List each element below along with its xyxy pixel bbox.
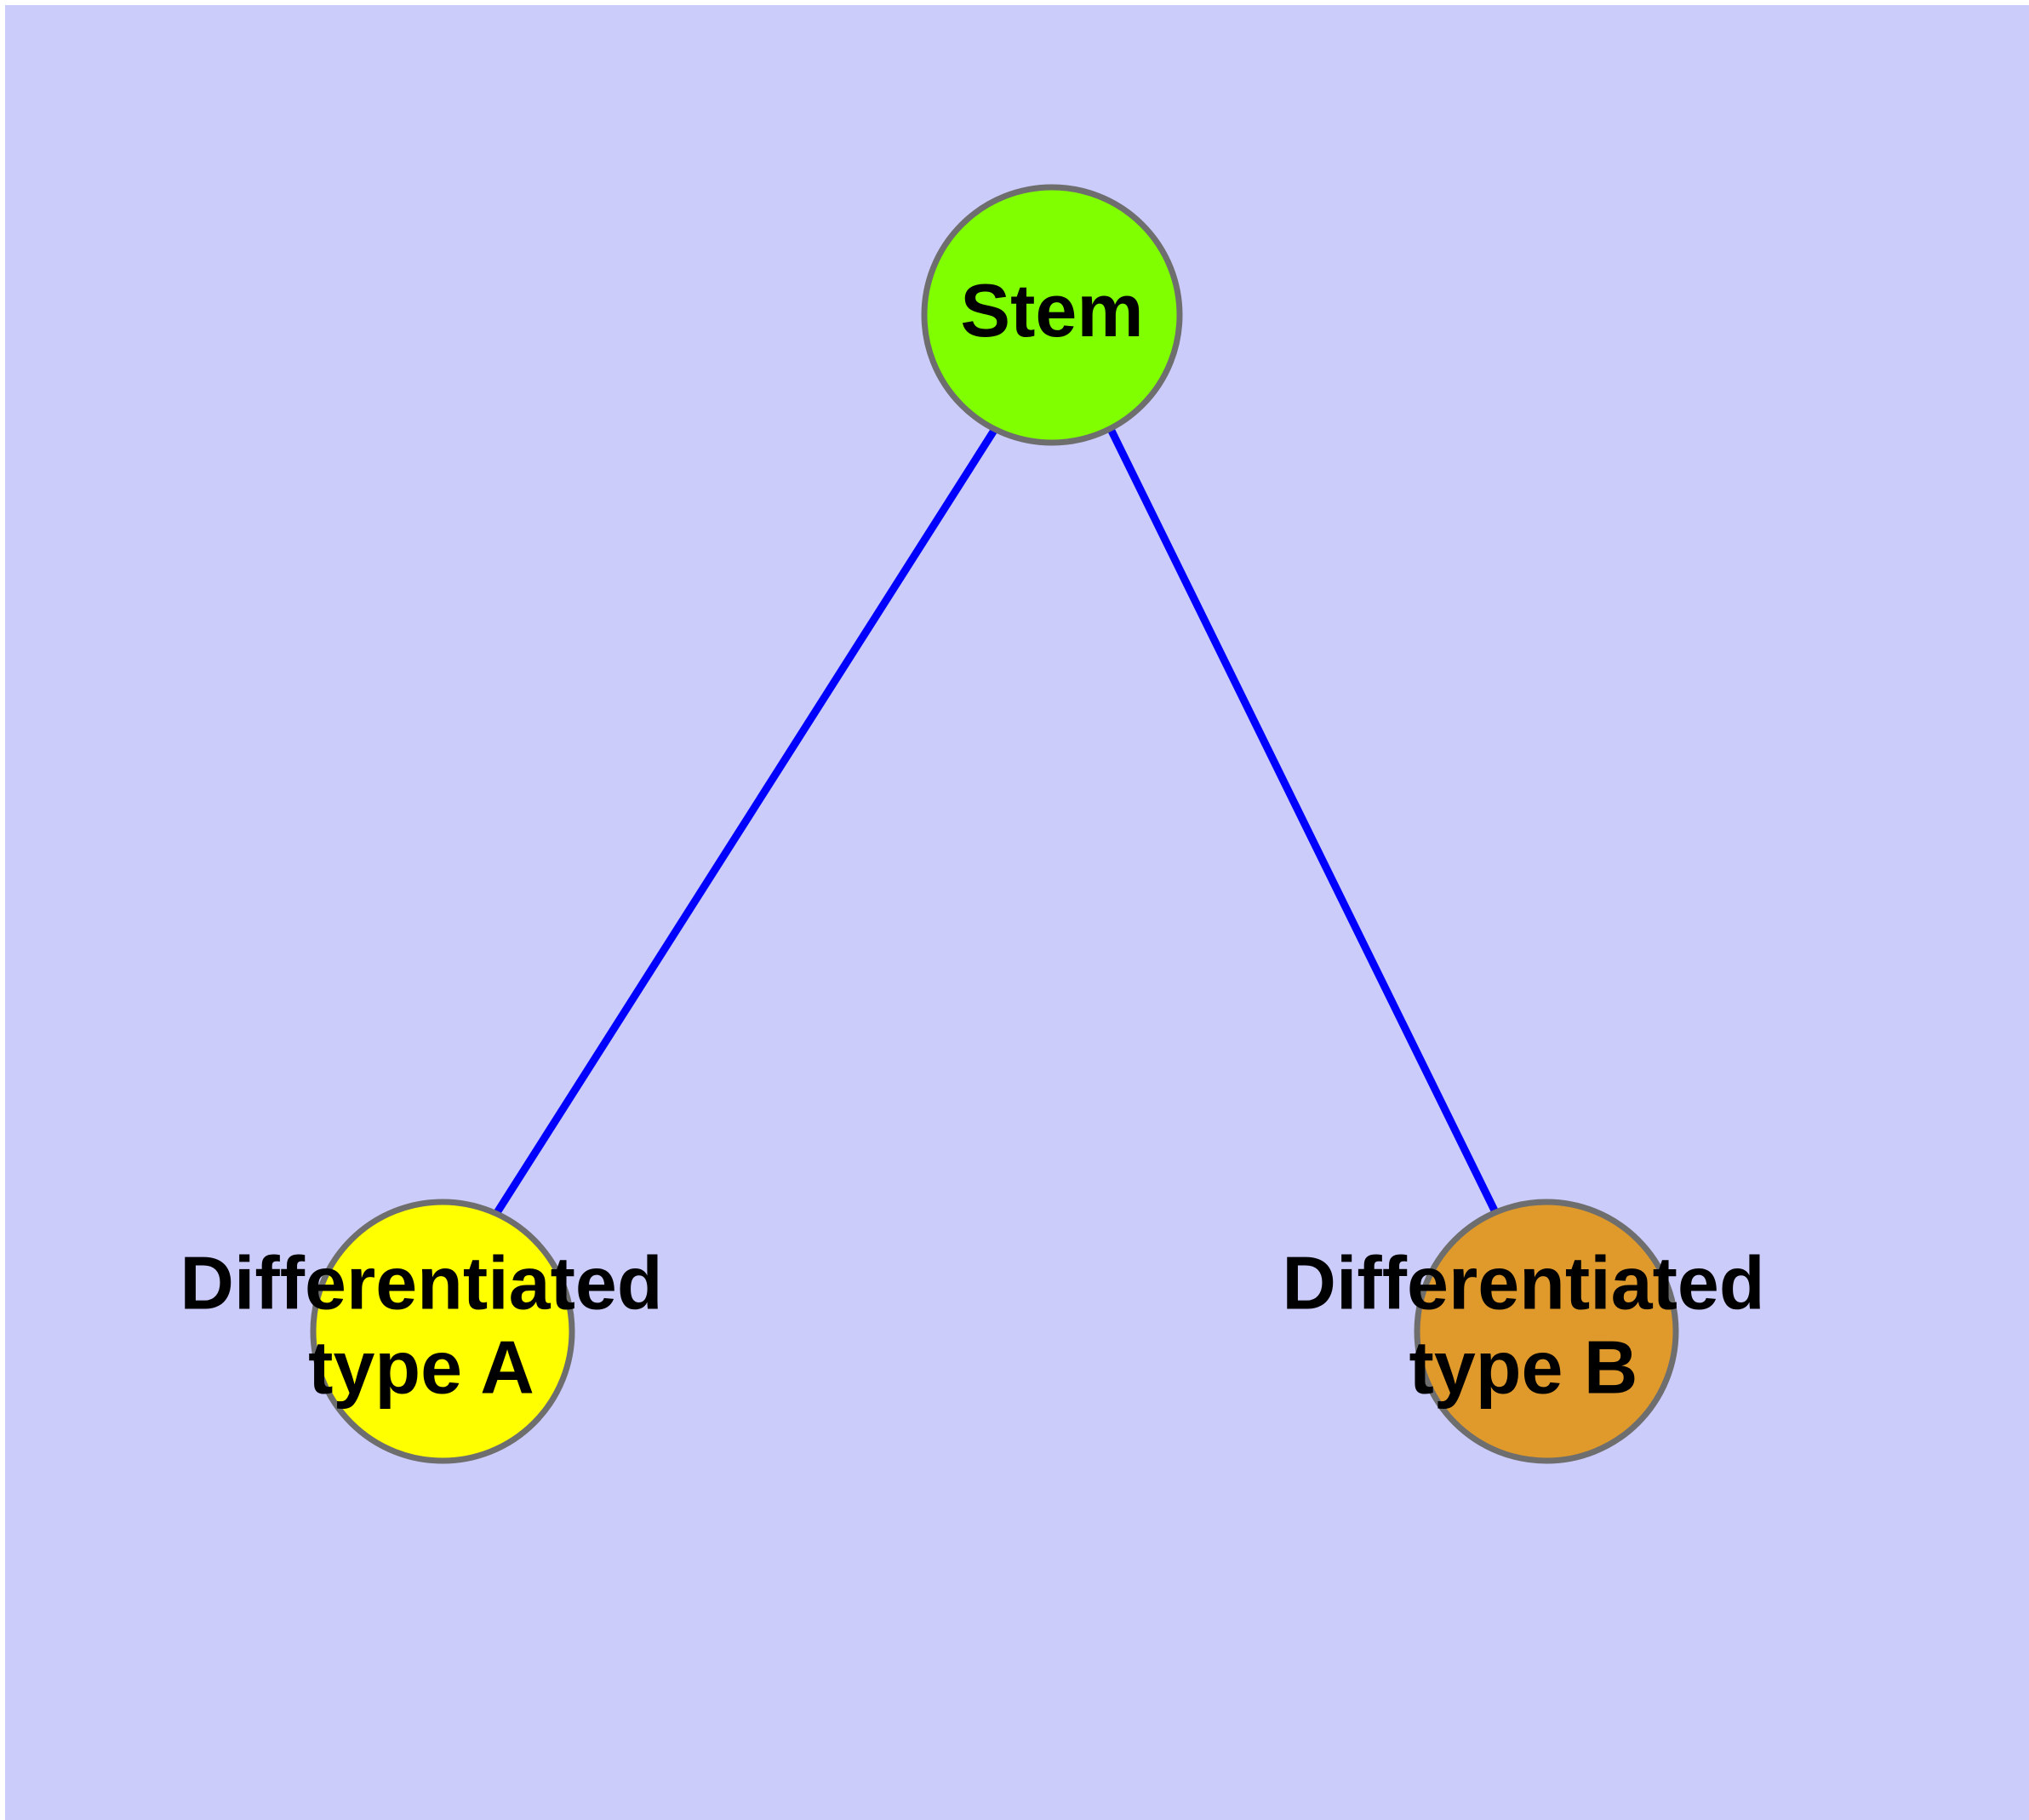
node-differentiated-type-a-circle[interactable] [310, 1199, 575, 1464]
node-differentiated-type-b-circle[interactable] [1414, 1199, 1679, 1464]
edge-stem-to-differentiated-type-a [493, 426, 998, 1216]
node-differentiated-type-a[interactable] [310, 1199, 575, 1464]
node-stem-label: Stem [960, 268, 1143, 352]
edge-stem-to-differentiated-type-b [1106, 427, 1500, 1214]
edges-layer [493, 426, 1500, 1216]
nodes-layer [310, 184, 1679, 1464]
node-differentiated-type-b[interactable] [1414, 1199, 1679, 1464]
node-stem-circle[interactable] [921, 184, 1183, 446]
node-stem[interactable] [921, 184, 1183, 446]
